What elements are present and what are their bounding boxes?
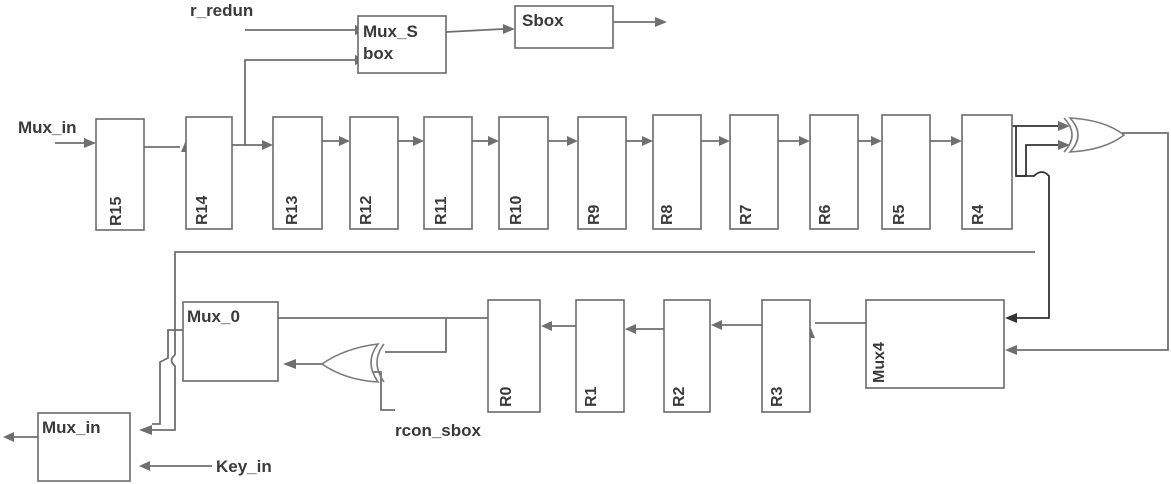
mux-in-block <box>37 412 131 482</box>
register-r2 <box>663 299 711 413</box>
register-r4 <box>961 114 1013 230</box>
top-register-labels: R15 R14 R13 R12 R11 R10 R9 R8 R7 R6 R5 R… <box>108 196 987 226</box>
mux-in-top-label: Mux_in <box>18 118 77 137</box>
register-r1 <box>575 299 625 413</box>
register-r0 <box>487 299 541 413</box>
key-in-label: Key_in <box>216 457 272 476</box>
xor-gate-icon <box>1063 117 1126 153</box>
mux4-label: Mux4 <box>871 342 888 383</box>
register-r10 <box>498 116 549 230</box>
bottom-register-row <box>37 299 1005 482</box>
register-r13 <box>272 116 323 230</box>
mux-0-label: Mux_0 <box>187 307 240 326</box>
feedback-wires <box>3 121 1169 471</box>
mux-sbox-label-line2: box <box>363 44 394 63</box>
register-label-r15: R15 <box>108 197 125 226</box>
register-r14 <box>185 116 233 230</box>
register-r7 <box>729 114 779 230</box>
r-redun-label: r_redun <box>190 1 253 20</box>
sbox-block <box>514 5 614 49</box>
register-label-r10: R10 <box>508 196 525 225</box>
register-r8 <box>652 114 702 230</box>
register-label-r7: R7 <box>738 204 755 225</box>
register-label-r2: R2 <box>671 386 688 407</box>
register-label-r1: R1 <box>583 386 600 407</box>
mux-0-block <box>182 301 279 382</box>
rcon-sbox-label: rcon_sbox <box>395 421 482 440</box>
register-label-r13: R13 <box>284 196 301 225</box>
mux-in-bottom-label: Mux_in <box>42 418 101 437</box>
register-label-r0: R0 <box>498 386 515 407</box>
bottom-labels: R0 R1 R2 R3 Mux4 Mux_0 Mux_in <box>42 307 888 437</box>
register-label-r8: R8 <box>659 204 676 225</box>
register-r3 <box>761 299 811 413</box>
register-label-r6: R6 <box>817 204 834 225</box>
mux4-block <box>865 299 1005 389</box>
register-label-r9: R9 <box>586 204 603 225</box>
register-label-r14: R14 <box>194 196 211 225</box>
register-label-r11: R11 <box>433 196 450 225</box>
register-label-r3: R3 <box>769 386 786 407</box>
register-r11 <box>423 116 473 230</box>
register-r6 <box>809 114 859 230</box>
register-r15 <box>95 118 145 231</box>
register-r5 <box>881 114 931 230</box>
sbox-label: Sbox <box>522 11 564 30</box>
mux-sbox-label-line1: Mux_S <box>363 22 418 41</box>
register-label-r12: R12 <box>358 196 375 225</box>
register-label-r4: R4 <box>970 204 987 225</box>
rcon-xor-gate-icon <box>320 342 385 383</box>
register-r9 <box>577 116 627 230</box>
register-label-r5: R5 <box>891 204 908 225</box>
signal-labels: r_redun Mux_in rcon_sbox Key_in <box>18 1 482 476</box>
top-register-row <box>95 114 1013 231</box>
mux-sbox-block <box>357 15 447 74</box>
register-r12 <box>349 116 399 230</box>
sbox-path: Mux_S box Sbox <box>357 5 614 74</box>
